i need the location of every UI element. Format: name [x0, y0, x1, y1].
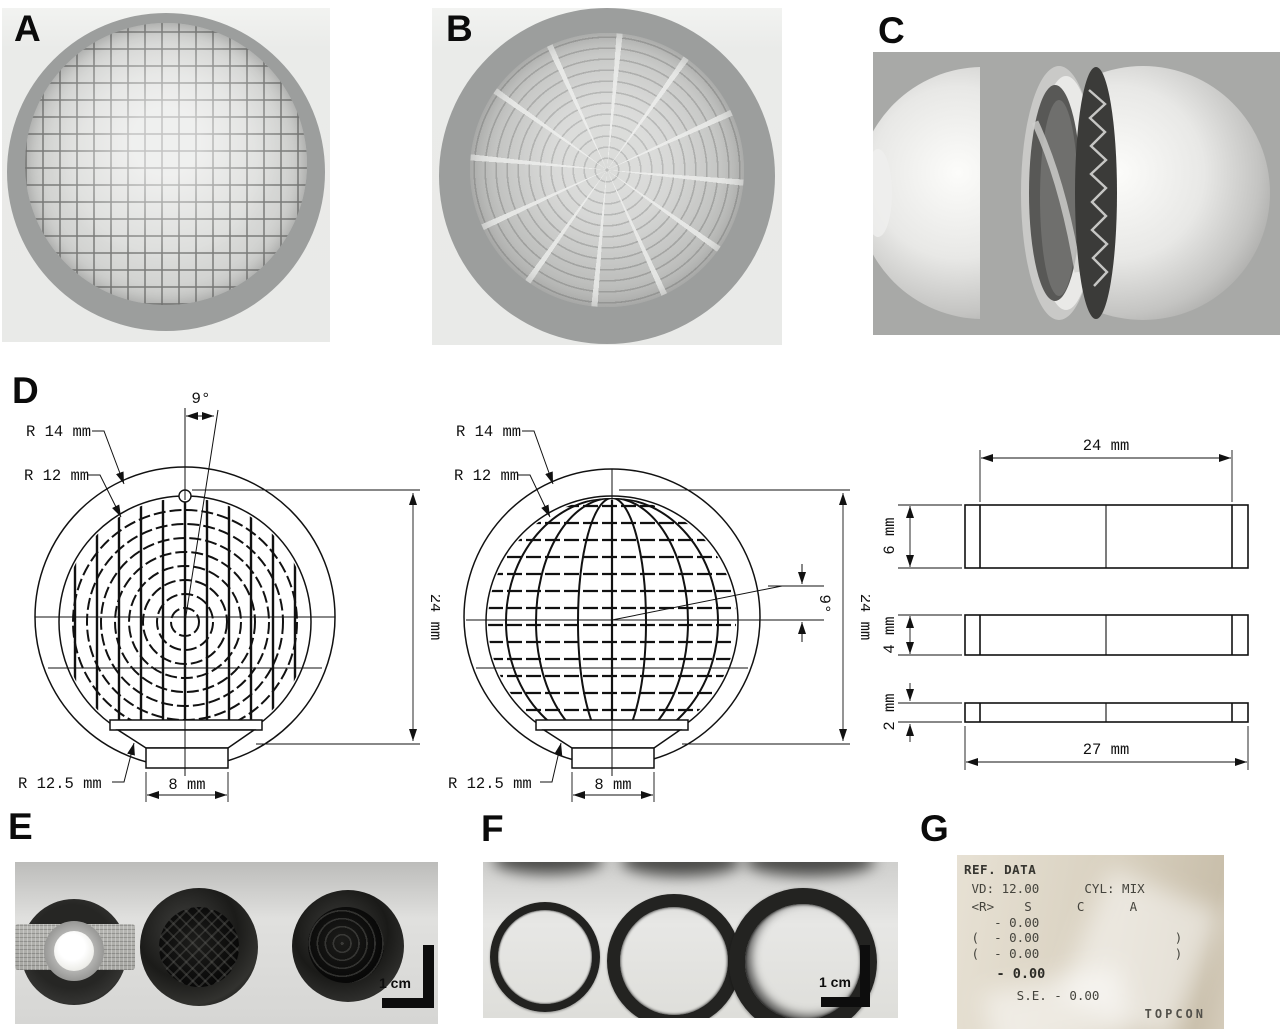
panel-b-render — [432, 8, 782, 345]
r125-label: R 12.5 mm — [448, 775, 532, 793]
height-6mm-dimension — [898, 504, 962, 569]
receipt-header-row: <R> S C A — [964, 899, 1138, 914]
panel-label-c: C — [878, 10, 905, 51]
drawing-dome-front-left: 9° R 14 mm R 12 mm R 12.5 mm 24 mm 8 mm — [18, 390, 440, 802]
height-dimension — [619, 489, 850, 745]
panel-b-holder-disc — [439, 8, 775, 344]
scale-bar-horizontal — [821, 997, 870, 1007]
receipt-text-block: REF. DATA VD: 12.00 CYL: MIX <R> S C A -… — [964, 862, 1182, 1003]
cornea-hemisphere — [873, 67, 980, 319]
height-6mm-label: 6 mm — [881, 517, 899, 554]
panel-label-g: G — [920, 808, 949, 849]
receipt-se-row: S.E. - 0.00 — [964, 987, 1100, 1003]
photo-printed-eye-cups: 1 cm — [15, 862, 438, 1024]
panel-label-b: B — [446, 8, 473, 49]
r125-label: R 12.5 mm — [18, 775, 102, 793]
middle-ring-piece — [1021, 66, 1097, 320]
drawing-ring-sections: 24 mm 6 mm 4 mm 2 mm 27 mm — [881, 437, 1249, 770]
height-label: 24 mm — [856, 594, 870, 641]
receipt-value-row: ( - 0.00 ) — [964, 930, 1183, 945]
inner-width-label: 24 mm — [1083, 437, 1130, 455]
grid-dome-render — [25, 23, 307, 305]
posterior-sphere — [1075, 66, 1270, 320]
ring-4mm — [607, 894, 741, 1018]
cornea-tip-highlight — [873, 149, 892, 237]
height-4mm-dimension — [898, 614, 962, 656]
angle-dimension — [611, 564, 824, 642]
photo-printed-rings: 1 cm — [483, 862, 898, 1018]
r12-label: R 12 mm — [454, 467, 519, 485]
base-width-dimension — [571, 772, 655, 802]
r12-label: R 12 mm — [24, 467, 89, 485]
grid-lattice-pattern — [488, 498, 736, 746]
white-lens — [54, 931, 94, 971]
defocused-object — [621, 862, 741, 876]
r14-label: R 14 mm — [26, 423, 91, 441]
topcon-brand-label: TOPCON — [1144, 1007, 1206, 1021]
angle-label: 9° — [815, 594, 833, 613]
ring-2mm — [490, 902, 600, 1012]
radial-dome-render — [470, 33, 744, 307]
panel-label-a: A — [14, 8, 41, 49]
defocused-object — [493, 862, 603, 874]
panel-label-e: E — [8, 806, 33, 847]
scale-bar-vertical — [860, 945, 870, 1007]
scale-bar-vertical — [423, 945, 434, 1008]
base-width-label: 8 mm — [168, 776, 205, 794]
panel-c-render — [873, 52, 1280, 335]
scale-bar-label: 1 cm — [819, 974, 851, 990]
base-width-label: 8 mm — [594, 776, 631, 794]
receipt-title: REF. DATA — [964, 862, 1037, 877]
height-2mm-dimension — [898, 683, 962, 742]
height-4mm-label: 4 mm — [881, 616, 899, 653]
inner-width-dimension — [979, 450, 1233, 502]
scale-bar-horizontal — [382, 998, 434, 1008]
height-label: 24 mm — [426, 594, 440, 641]
receipt-value-row: ( - 0.00 ) — [964, 945, 1183, 961]
receipt-value-row: - 0.00 — [964, 914, 1040, 930]
base-width-dimension — [145, 772, 229, 802]
height-dimension — [192, 489, 420, 745]
angle-label: 9° — [191, 390, 210, 408]
drawing-dome-front-right: R 14 mm R 12 mm R 12.5 mm 9° 24 mm 8 mm — [448, 423, 870, 802]
photo-refraction-printout: REF. DATA VD: 12.00 CYL: MIX <R> S C A -… — [957, 855, 1224, 1029]
base-flange — [109, 719, 263, 769]
scale-bar-label: 1 cm — [379, 975, 411, 991]
panel-label-d: D — [12, 370, 39, 411]
panel-a-holder-disc — [7, 13, 325, 331]
angle-dimension — [184, 408, 219, 623]
panel-a-render — [2, 8, 330, 342]
receipt-total-row: - 0.00 — [964, 966, 1046, 982]
internal-lattice-zigzag — [1088, 89, 1109, 287]
sphere-cut-face — [1075, 67, 1117, 319]
r14-label: R 14 mm — [456, 423, 521, 441]
outer-width-dimension — [964, 726, 1249, 770]
defocused-object — [745, 862, 875, 876]
outer-width-label: 27 mm — [1083, 741, 1130, 759]
receipt-vd-cyl-line: VD: 12.00 CYL: MIX — [964, 880, 1145, 896]
height-2mm-label: 2 mm — [881, 693, 899, 730]
panel-label-f: F — [481, 808, 504, 849]
open-cup-radial-interior — [292, 890, 404, 1002]
open-cup-grid-interior — [140, 888, 258, 1006]
